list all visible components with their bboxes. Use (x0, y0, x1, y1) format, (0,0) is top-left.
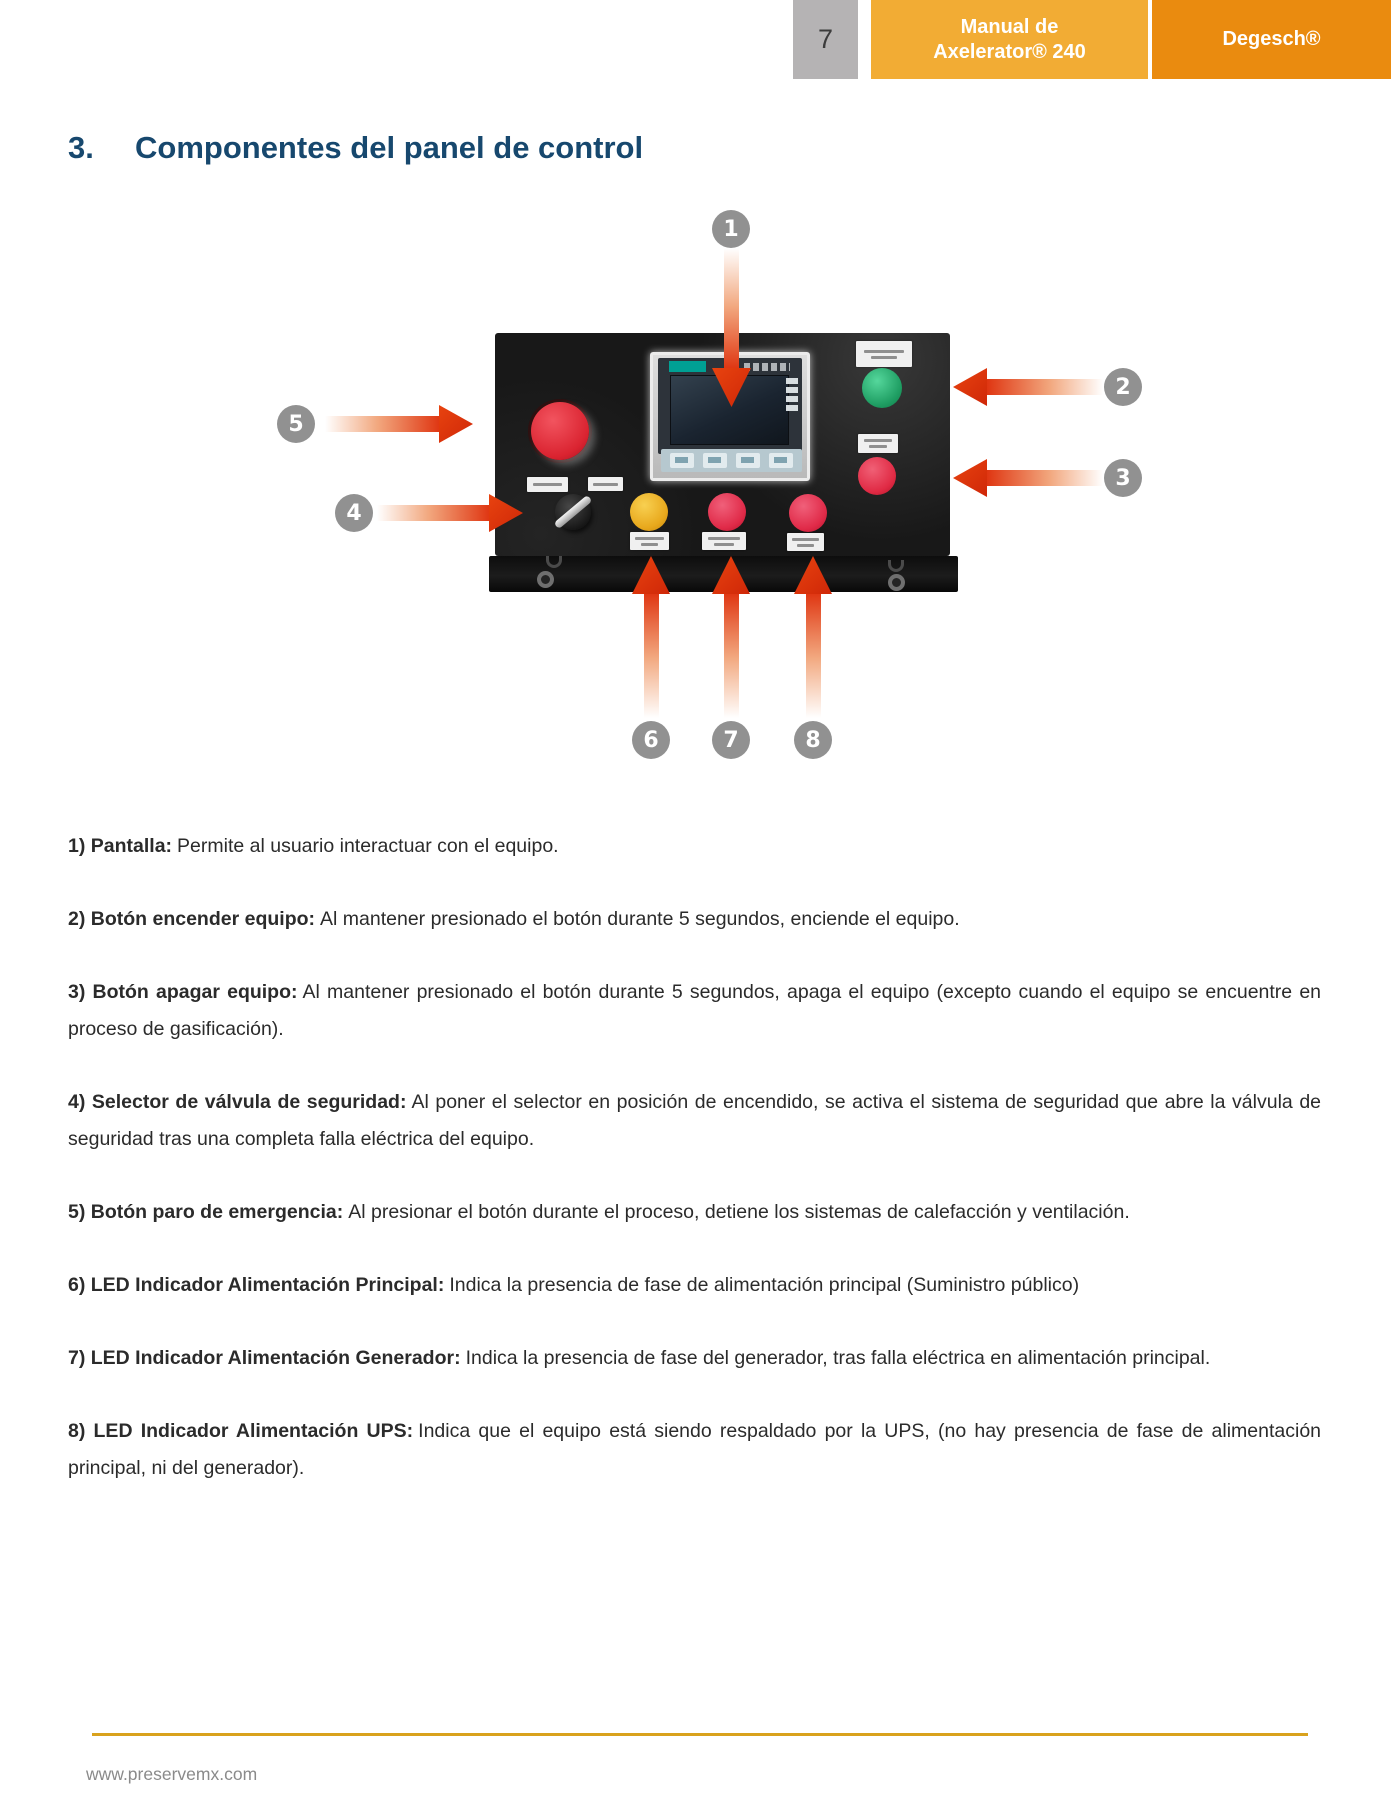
item-4-label: 4) Selector de válvula de seguridad: (68, 1091, 407, 1113)
hmi-model-text (744, 363, 790, 371)
item-3-desc: Al mantener presionado el botón durante … (68, 981, 1322, 1040)
item-5-desc: Al presionar el botón durante el proceso… (348, 1201, 1130, 1223)
item-8-label: 8) LED Indicador Alimentación UPS: (68, 1420, 414, 1442)
brand-name: Degesch® (1222, 28, 1321, 50)
callout-5-number: 5 (288, 411, 304, 437)
arrow-2-icon (953, 368, 987, 406)
callout-4: 4 (335, 494, 373, 532)
arrow-5-icon (439, 405, 473, 443)
item-5: 5) Botón paro de emergencia:Al presionar… (68, 1194, 1321, 1231)
item-2-desc: Al mantener presionado el botón durante … (320, 908, 960, 930)
power-on-button (862, 368, 902, 408)
label-plate-led-generator (702, 532, 746, 550)
manual-title-line1: Manual de (960, 15, 1059, 38)
callout-3-number: 3 (1115, 465, 1131, 491)
footer-divider (92, 1733, 1308, 1736)
callout-8: 8 (794, 721, 832, 759)
callout-4-number: 4 (346, 500, 362, 526)
callout-3: 3 (1104, 459, 1142, 497)
label-plate-power-off (858, 434, 898, 453)
item-6: 6) LED Indicador Alimentación Principal:… (68, 1267, 1321, 1304)
label-plate-led-ups (787, 533, 824, 551)
item-3-label: 3) Botón apagar equipo: (68, 981, 298, 1003)
arrow-4-shaft (377, 505, 491, 521)
hook-icon (546, 556, 562, 568)
function-key-icon (702, 453, 727, 468)
arrow-3-shaft (986, 470, 1103, 486)
hmi-function-keys (661, 449, 802, 472)
item-8: 8) LED Indicador Alimentación UPS:Indica… (68, 1413, 1321, 1487)
item-1-desc: Permite al usuario interactuar con el eq… (177, 835, 559, 857)
callout-7-number: 7 (723, 727, 739, 753)
label-plate-power-on (856, 341, 912, 367)
item-3: 3) Botón apagar equipo:Al mantener presi… (68, 974, 1321, 1048)
selector-lever-icon (553, 494, 593, 530)
item-1: 1) Pantalla:Permite al usuario interactu… (68, 828, 1321, 865)
item-7: 7) LED Indicador Alimentación Generador:… (68, 1340, 1321, 1377)
hmi-side-icons (786, 378, 798, 412)
callout-2-number: 2 (1115, 374, 1131, 400)
page-number-box: 7 (793, 0, 858, 79)
callout-2: 2 (1104, 368, 1142, 406)
item-1-label: 1) Pantalla: (68, 835, 173, 857)
item-7-label: 7) LED Indicador Alimentación Generador: (68, 1347, 461, 1369)
item-8-desc: Indica que el equipo está siendo respald… (68, 1420, 1322, 1479)
function-key-icon (669, 453, 694, 468)
callout-6-number: 6 (643, 727, 659, 753)
callout-1-number: 1 (723, 216, 739, 242)
arrow-6-shaft (644, 592, 659, 718)
item-6-label: 6) LED Indicador Alimentación Principal: (68, 1274, 445, 1296)
section-number: 3. (68, 130, 94, 165)
arrow-8-shaft (806, 592, 821, 718)
item-4-desc: Al poner el selector en posición de ence… (68, 1091, 1322, 1150)
manual-title-line2: Axelerator® 240 (933, 40, 1086, 63)
arrow-3-icon (953, 459, 987, 497)
bolt-icon (888, 574, 905, 591)
arrow-5-shaft (325, 416, 441, 432)
item-7-desc: Indica la presencia de fase del generado… (465, 1347, 1211, 1369)
function-key-icon (769, 453, 794, 468)
manual-title-box: Manual de Axelerator® 240 (871, 0, 1148, 79)
led-main-power (630, 493, 668, 531)
arrow-2-shaft (986, 379, 1103, 395)
callout-5: 5 (277, 405, 315, 443)
footer-website: www.preservemx.com (86, 1764, 258, 1784)
bolt-icon (537, 571, 554, 588)
section-title: Componentes del panel de control (135, 130, 644, 165)
function-key-icon (736, 453, 761, 468)
page-number: 7 (817, 24, 834, 54)
component-descriptions: 1) Pantalla:Permite al usuario interactu… (68, 828, 1321, 1523)
label-plate-selector-left (527, 477, 568, 492)
arrow-1-shaft (724, 248, 739, 370)
emergency-stop-button (531, 402, 589, 460)
hook-icon (888, 560, 904, 572)
section-heading: 3. Componentes del panel de control (68, 130, 643, 166)
callout-1: 1 (712, 210, 750, 248)
arrow-7-shaft (724, 592, 739, 718)
siemens-logo-badge (669, 361, 706, 372)
led-ups (789, 494, 827, 532)
item-5-label: 5) Botón paro de emergencia: (68, 1201, 344, 1223)
brand-box: Degesch® (1152, 0, 1391, 79)
control-panel-diagram: 1 2 3 4 5 6 7 8 (0, 0, 1391, 800)
callout-8-number: 8 (805, 727, 821, 753)
item-2-label: 2) Botón encender equipo: (68, 908, 316, 930)
label-plate-led-main (630, 532, 669, 550)
item-4: 4) Selector de válvula de seguridad:Al p… (68, 1084, 1321, 1158)
callout-6: 6 (632, 721, 670, 759)
safety-valve-selector (553, 494, 593, 530)
item-2: 2) Botón encender equipo:Al mantener pre… (68, 901, 1321, 938)
callout-7: 7 (712, 721, 750, 759)
item-6-desc: Indica la presencia de fase de alimentac… (449, 1274, 1080, 1296)
power-off-button (858, 457, 896, 495)
led-generator (708, 493, 746, 531)
label-plate-selector-right (588, 477, 623, 491)
